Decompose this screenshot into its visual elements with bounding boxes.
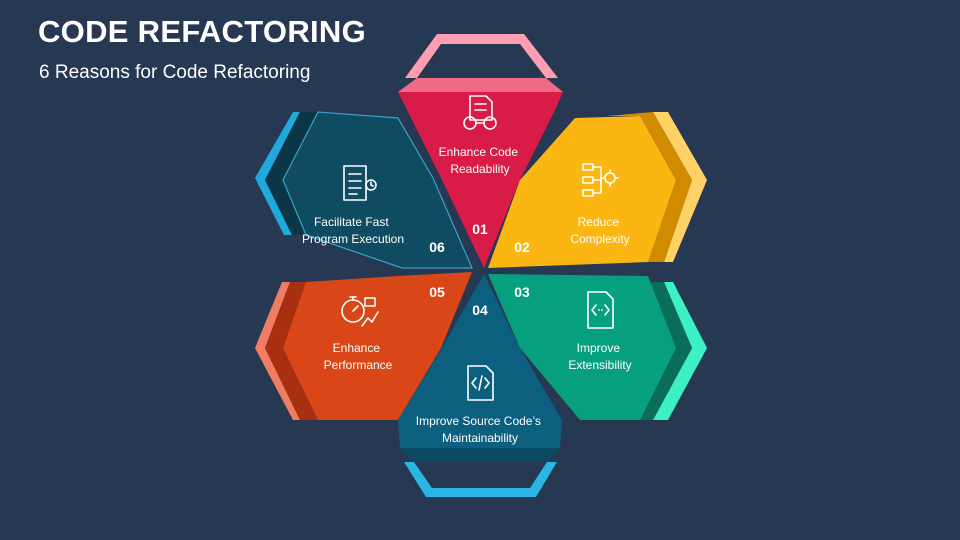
- segment-05-label: Enhance Performance: [324, 341, 393, 372]
- segment-06-number: 06: [429, 239, 445, 255]
- segment-04-number: 04: [472, 302, 488, 318]
- segment-01[interactable]: Enhance Code Readability 01: [398, 34, 563, 268]
- segment-05[interactable]: Enhance Performance 05: [255, 272, 472, 420]
- segment-06[interactable]: Facilitate Fast Program Execution 06: [255, 111, 473, 269]
- segment-03-label: Improve Extensibility: [568, 341, 631, 372]
- segment-01-label: Enhance Code Readability: [439, 145, 522, 176]
- code-document-icon: [467, 365, 494, 401]
- flowchart-gear-icon: [582, 163, 619, 197]
- checklist-clock-icon: [343, 165, 377, 201]
- segment-04[interactable]: Improve Source Code’s Maintainability 04: [398, 274, 562, 497]
- document-glasses-icon: [463, 95, 497, 130]
- slide-title: CODE REFACTORING: [38, 14, 367, 49]
- stopwatch-chart-icon: [341, 296, 379, 327]
- segment-06-label: Facilitate Fast Program Execution: [302, 215, 404, 246]
- segment-03[interactable]: Improve Extensibility 03: [488, 274, 707, 420]
- segment-05-number: 05: [429, 284, 445, 300]
- slide-subtitle: 6 Reasons for Code Refactoring: [39, 62, 311, 83]
- segment-01-number: 01: [472, 221, 488, 237]
- segment-02-label: Reduce Complexity: [570, 215, 629, 246]
- code-file-icon: [587, 291, 614, 329]
- segment-04-label: Improve Source Code’s Maintainability: [416, 414, 545, 445]
- segment-02[interactable]: Reduce Complexity 02: [488, 112, 707, 268]
- segment-02-number: 02: [514, 239, 530, 255]
- segment-03-number: 03: [514, 284, 530, 300]
